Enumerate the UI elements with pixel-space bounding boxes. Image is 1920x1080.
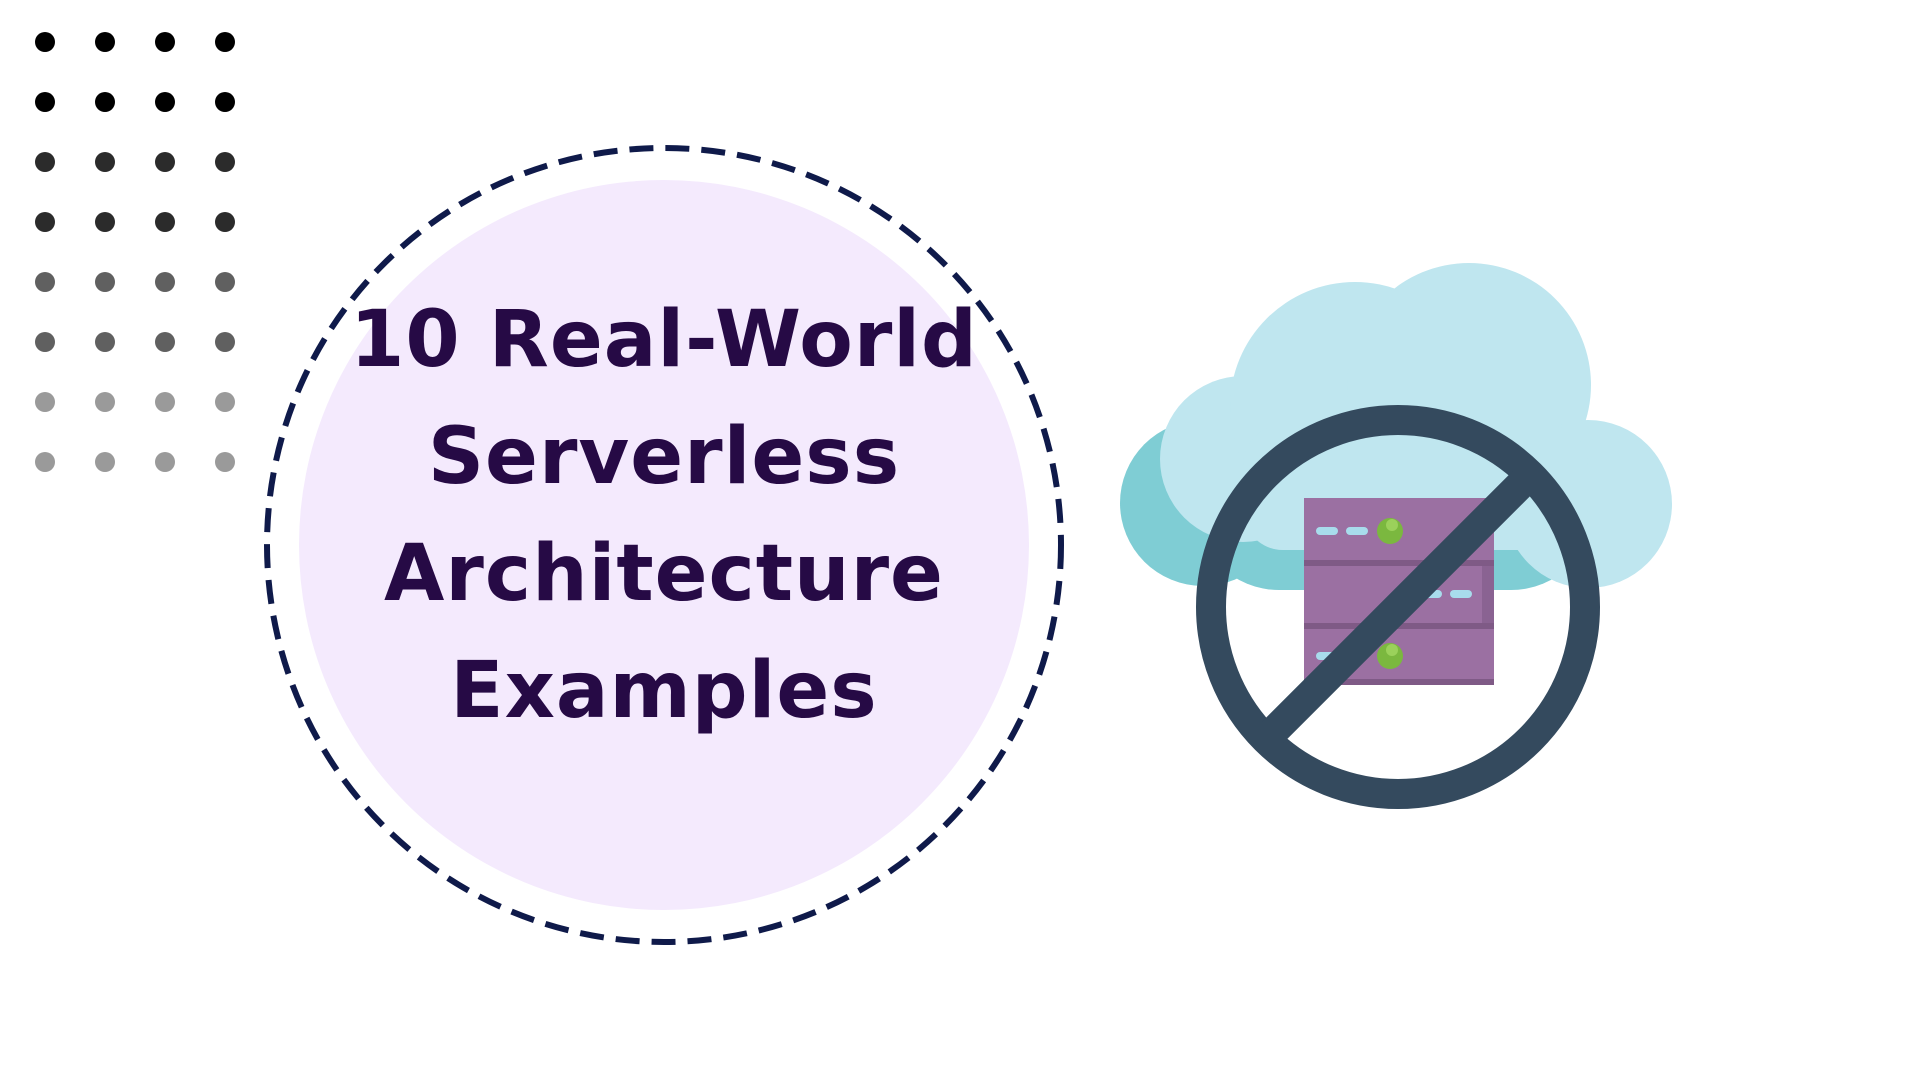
decorative-dot — [215, 32, 235, 52]
decorative-dot — [95, 32, 115, 52]
decorative-dot — [155, 212, 175, 232]
decorative-dot — [215, 332, 235, 352]
decorative-dot — [35, 152, 55, 172]
decorative-dot — [35, 32, 55, 52]
decorative-dot — [215, 272, 235, 292]
decorative-dot — [215, 152, 235, 172]
no-server-cloud-icon — [1120, 263, 1672, 809]
title-line-4: Examples — [450, 646, 878, 736]
decorative-dot — [95, 392, 115, 412]
title-line-3: Architecture — [384, 529, 944, 619]
badge-circle — [264, 145, 1064, 945]
badge-dashed-ring — [264, 145, 1064, 945]
decorative-dot — [95, 332, 115, 352]
decorative-dot — [215, 452, 235, 472]
decorative-dot — [155, 272, 175, 292]
decorative-dot — [35, 212, 55, 232]
decorative-dot — [95, 452, 115, 472]
decorative-dot — [155, 152, 175, 172]
title-line-1: 10 Real-World — [350, 295, 978, 385]
decorative-dot — [95, 272, 115, 292]
decorative-dot — [215, 212, 235, 232]
decorative-dot — [95, 212, 115, 232]
decorative-dot-grid — [0, 0, 300, 500]
badge-fill-circle — [299, 180, 1029, 910]
decorative-dot — [215, 92, 235, 112]
decorative-dot — [155, 332, 175, 352]
prohibited-sign-icon — [1196, 405, 1600, 809]
decorative-dot — [95, 152, 115, 172]
decorative-dot — [35, 392, 55, 412]
decorative-dot — [95, 92, 115, 112]
decorative-dot — [155, 92, 175, 112]
decorative-dot — [215, 392, 235, 412]
decorative-dot — [35, 92, 55, 112]
decorative-dot — [35, 272, 55, 292]
page-title: 10 Real-World Serverless Architecture Ex… — [263, 144, 1065, 946]
title-line-2: Serverless — [427, 412, 901, 502]
decorative-dot — [35, 452, 55, 472]
decorative-dot — [35, 332, 55, 352]
decorative-dot — [155, 32, 175, 52]
title-badge: 10 Real-World Serverless Architecture Ex… — [263, 144, 1065, 946]
decorative-dot — [155, 392, 175, 412]
decorative-dot — [155, 452, 175, 472]
